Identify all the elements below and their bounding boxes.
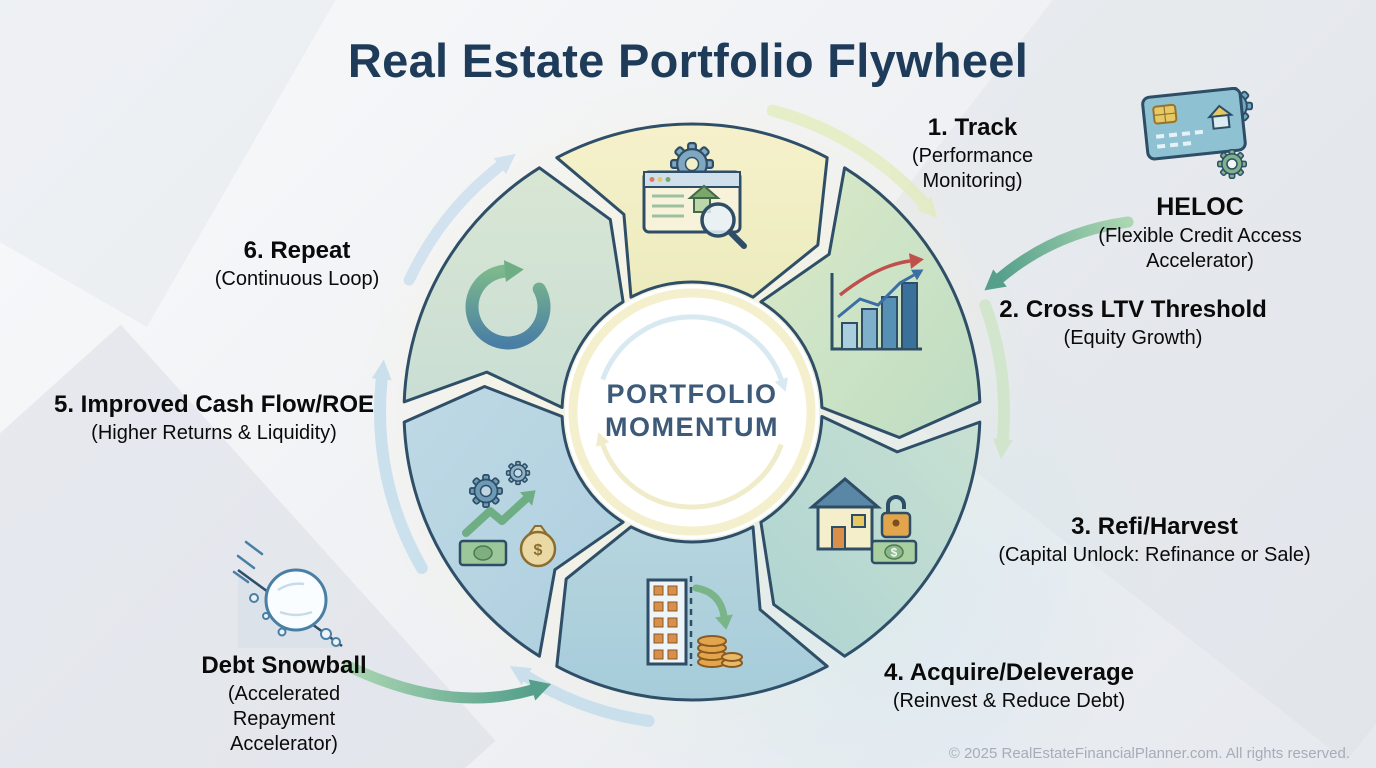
track-icon [642, 142, 747, 249]
accelerator-sublabel: (Accelerated Repayment Accelerator) [227, 682, 341, 755]
step-sublabel: (Performance Monitoring) [911, 144, 1034, 192]
center-text-line1: PORTFOLIO [607, 379, 778, 409]
heloc-arrow [984, 216, 1134, 291]
step-title: 6. Repeat [243, 237, 351, 264]
step-sublabel: (Higher Returns & Liquidity) [91, 421, 337, 444]
step-sublabel: (Continuous Loop) [214, 267, 380, 290]
debt-snowball-arrow [342, 660, 552, 704]
step-sublabel: (Equity Growth) [1063, 326, 1203, 349]
debt-snowball-icon [232, 540, 343, 648]
step-title: 4. Acquire/Deleverage [884, 659, 1134, 686]
step-sublabel: (Reinvest & Reduce Debt) [892, 689, 1126, 712]
segment-6-repeat [402, 166, 625, 409]
copyright-notice: © 2025 RealEstateFinancialPlanner.com. A… [948, 745, 1350, 762]
repeat-arrow-icon [465, 260, 551, 350]
step-1-track-label: 1. Track (Performance Monitoring) [885, 114, 1060, 194]
dollar-glyph: $ [534, 542, 543, 559]
accelerator-title: HELOC [1156, 193, 1244, 221]
center-hub: PORTFOLIO MOMENTUM [565, 285, 819, 539]
step-2-ltv-label: 2. Cross LTV Threshold (Equity Growth) [973, 296, 1293, 351]
step-5-cashflow-label: 5. Improved Cash Flow/ROE (Higher Return… [34, 391, 394, 446]
flow-arrowhead [916, 196, 938, 219]
diagram-title: Real Estate Portfolio Flywheel [347, 34, 1029, 87]
building-coins-icon [646, 576, 743, 668]
flow-arrow-left [374, 373, 428, 574]
step-title: 5. Improved Cash Flow/ROE [53, 391, 375, 418]
flow-arrowhead [992, 438, 1013, 460]
step-6-repeat-label: 6. Repeat (Continuous Loop) [177, 237, 417, 292]
accelerator-title: Debt Snowball [201, 652, 367, 679]
flow-arrow-upper-left [403, 160, 506, 286]
refi-house-lock-icon: $ [807, 477, 918, 565]
step-4-acquire-label: 4. Acquire/Deleverage (Reinvest & Reduce… [849, 659, 1169, 714]
cashflow-gears-money-icon: $ [458, 460, 557, 568]
flow-arrows [371, 104, 1013, 727]
step-3-refi-label: 3. Refi/Harvest (Capital Unlock: Refinan… [967, 513, 1342, 568]
segment-5-cashflow-roe [402, 385, 625, 658]
step-title: 3. Refi/Harvest [1071, 513, 1238, 540]
step-sublabel: (Capital Unlock: Refinance or Sale) [998, 543, 1311, 566]
center-text-line2: MOMENTUM [605, 412, 779, 442]
flow-arrowhead [509, 666, 532, 686]
flow-arrow-right [979, 299, 1010, 446]
heloc-card-icon [1141, 86, 1254, 179]
flow-arrow-top [766, 104, 930, 210]
accelerator-sublabel: (Flexible Credit Access Accelerator) [1098, 224, 1302, 272]
dollar-glyph: $ [891, 546, 898, 560]
step-title: 2. Cross LTV Threshold [999, 296, 1267, 323]
flow-arrowhead [371, 359, 392, 381]
flow-arrowhead [493, 153, 516, 174]
step-title: 1. Track [927, 114, 1018, 141]
heloc-label: HELOC (Flexible Credit Access Accelerato… [1075, 193, 1325, 274]
growth-chart-icon [830, 253, 924, 351]
debt-snowball-label: Debt Snowball (Accelerated Repayment Acc… [180, 652, 388, 757]
